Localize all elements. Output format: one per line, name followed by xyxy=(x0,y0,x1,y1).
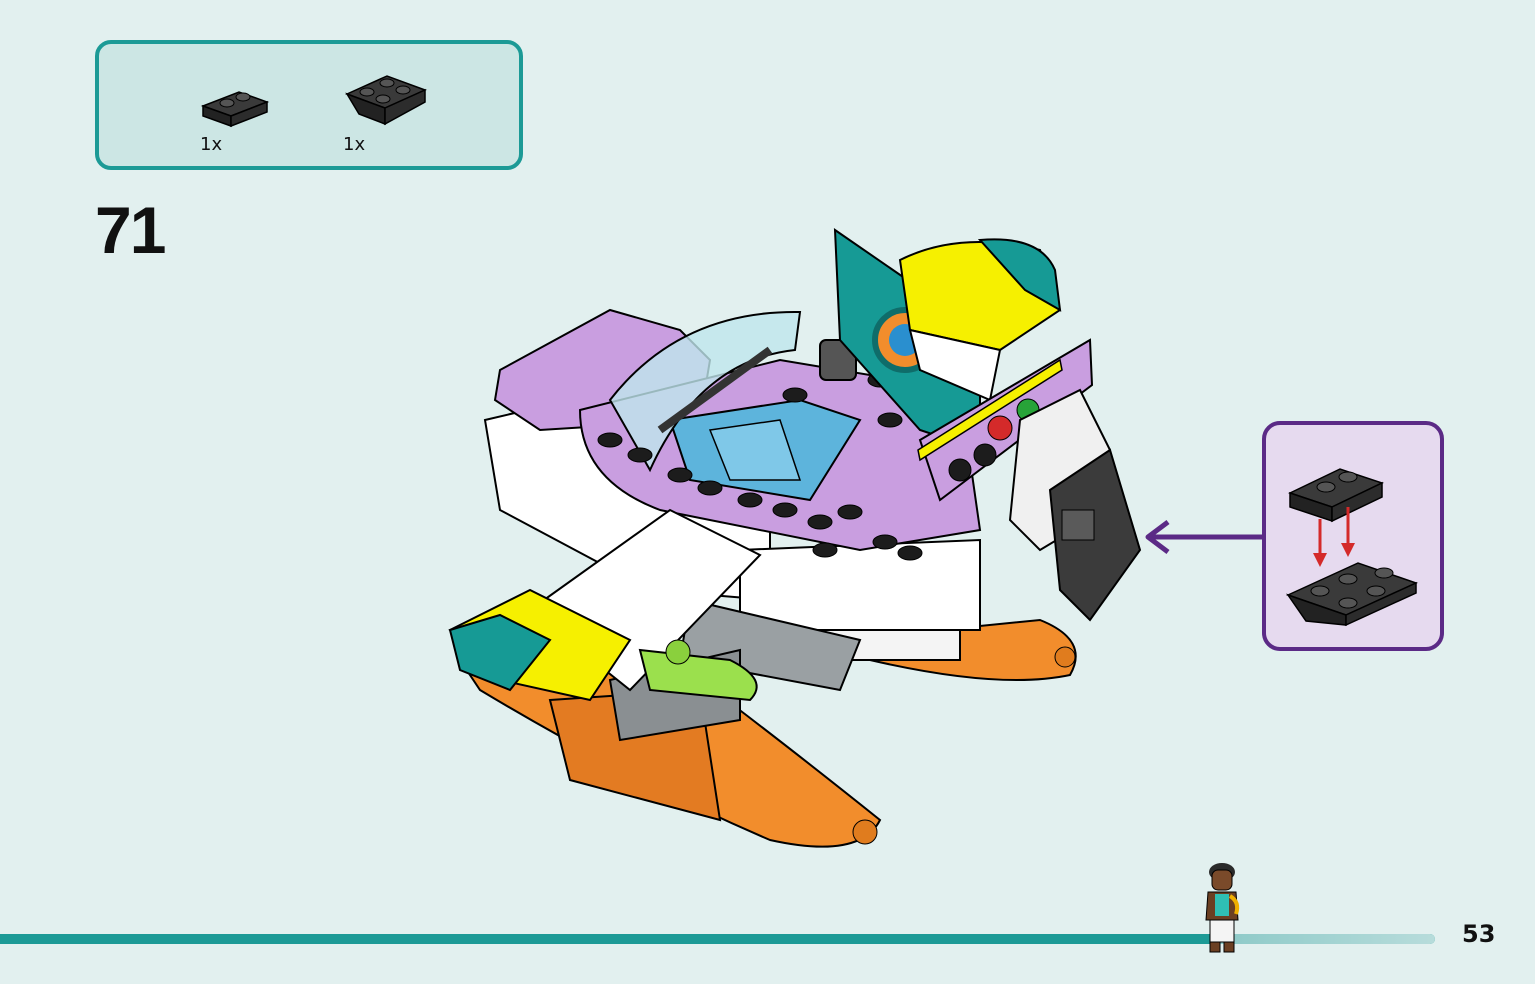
plate-1x2-dark-gray-icon xyxy=(199,86,271,128)
part-quantity: 1x xyxy=(343,134,366,155)
sub-assembly-plates-icon xyxy=(1285,468,1419,627)
parts-list-box: 1x 1x xyxy=(95,40,523,170)
seaplane-model-illustration xyxy=(440,220,1160,865)
inverted-slope-plate-2x2-dark-gray-icon xyxy=(343,66,429,128)
part-quantity: 1x xyxy=(200,134,223,155)
page-number: 53 xyxy=(1462,920,1496,948)
step-number: 71 xyxy=(95,193,166,267)
progress-remaining xyxy=(1215,934,1435,944)
arrow-left-icon xyxy=(1138,512,1266,567)
sub-assembly-callout xyxy=(1262,421,1444,651)
progress-bar xyxy=(0,934,1435,944)
minifigure-progress-marker-icon xyxy=(1200,862,1244,959)
